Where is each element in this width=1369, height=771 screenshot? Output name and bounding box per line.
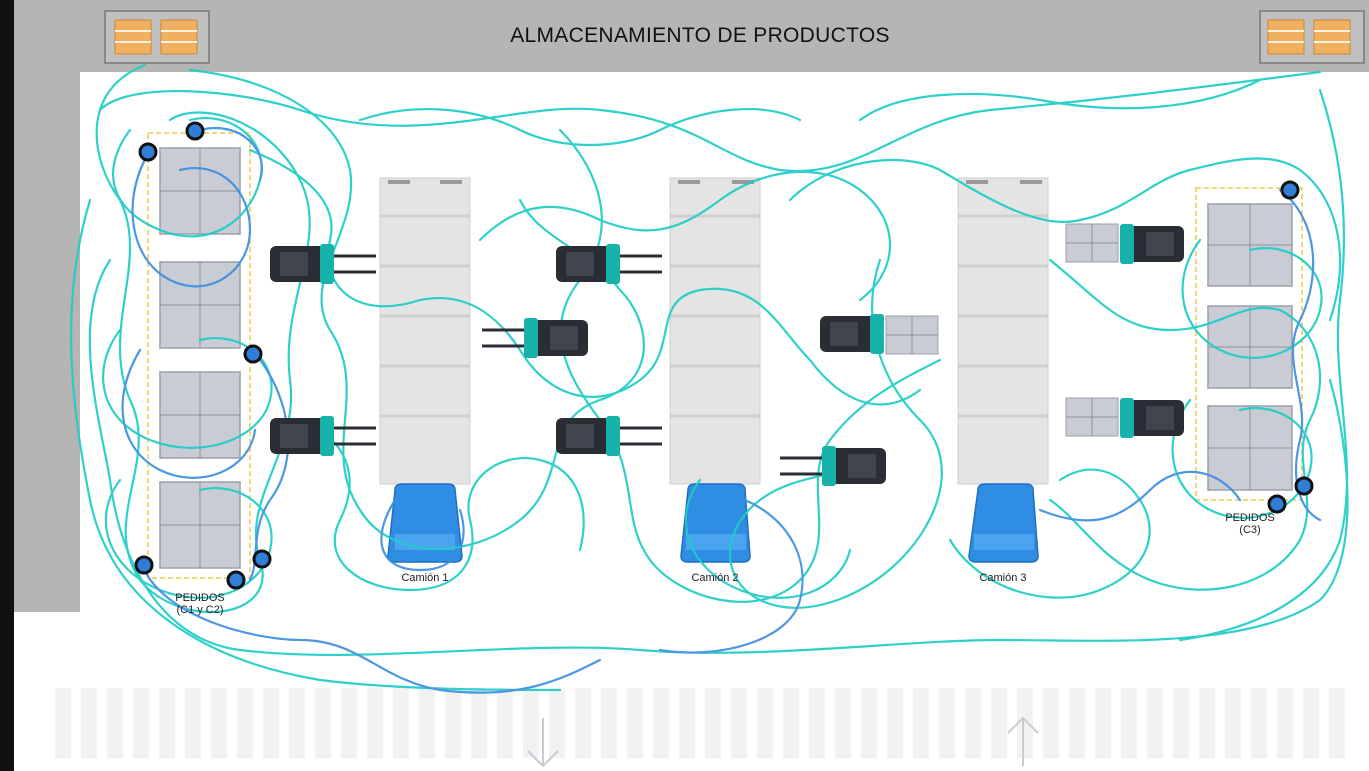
pallet-grid-lines xyxy=(160,148,240,568)
pallet-grid-lines xyxy=(1208,204,1292,490)
truck-1 xyxy=(379,177,471,563)
worker-icon xyxy=(134,121,1314,590)
pallet-stack-icon xyxy=(1259,10,1365,64)
top-wall xyxy=(14,0,1369,72)
forklift-with-pallet-icon xyxy=(1065,223,1184,264)
forklift-icon xyxy=(780,446,886,486)
truck-label-1: Camión 1 xyxy=(401,572,449,584)
order-area-subtitle: (C3) xyxy=(1239,524,1261,536)
forklift-icon xyxy=(556,244,662,284)
left-wall xyxy=(14,0,80,612)
truck-2 xyxy=(669,177,761,563)
forklift-paths xyxy=(69,63,1349,694)
forklift-icon xyxy=(556,416,662,456)
order-zone-right xyxy=(1195,187,1303,501)
pallet-stack-icon xyxy=(104,10,210,64)
order-area-label-right: PEDIDOS (C3) xyxy=(1200,512,1300,536)
truck-label-3: Camión 3 xyxy=(979,572,1027,584)
truck-3 xyxy=(957,177,1049,563)
order-area-subtitle: (C1 y C2) xyxy=(176,604,224,616)
forklift-icon xyxy=(270,416,376,456)
arrow-up-icon xyxy=(1007,716,1039,766)
arrow-down-icon xyxy=(527,718,559,768)
road-crosswalk xyxy=(55,688,1345,758)
forklift-icon xyxy=(482,318,588,358)
left-dark-strip xyxy=(0,0,14,771)
order-area-title: PEDIDOS xyxy=(1225,512,1275,524)
truck-label-2: Camión 2 xyxy=(691,572,739,584)
forklift-with-pallet-icon xyxy=(1065,397,1184,438)
page-title: ALMACENAMIENTO DE PRODUCTOS xyxy=(510,24,890,47)
order-area-title: PEDIDOS xyxy=(175,592,225,604)
forklift-with-pallet-icon xyxy=(820,314,939,355)
order-area-label-left: PEDIDOS (C1 y C2) xyxy=(150,592,250,616)
forklift-icon xyxy=(270,244,376,284)
